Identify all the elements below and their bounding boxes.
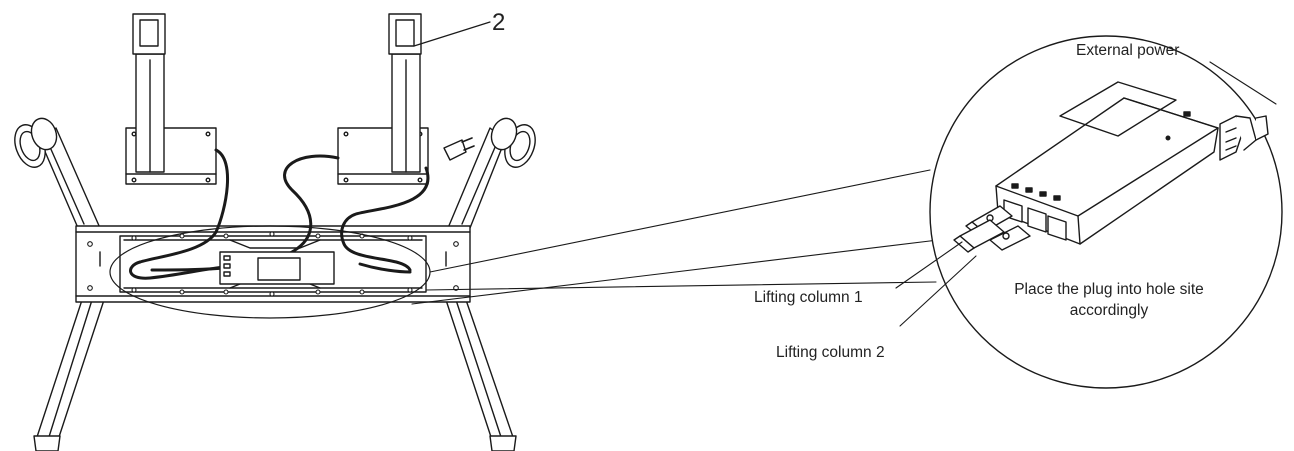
external-power-plug-icon: [1219, 115, 1269, 161]
control-box: [219, 251, 335, 285]
instruction-label: Place the plug into hole site accordingl…: [1014, 281, 1204, 319]
right-lower-leg: [445, 299, 517, 451]
power-plug-icon: [443, 137, 475, 161]
detail-circle: [895, 35, 1283, 389]
lifting-column-2-leader: [899, 255, 977, 327]
right-upper-leg: [447, 117, 536, 229]
left-lower-leg: [33, 299, 105, 451]
right-lifting-column: [337, 13, 429, 185]
external-power-leader: [1209, 61, 1277, 105]
part-2-leader: [413, 21, 491, 47]
lifting-column-1-label: Lifting column 1: [754, 289, 863, 306]
lifting-column-1-leader: [895, 241, 963, 289]
external-power-label: External power: [1076, 42, 1180, 59]
column-plug-2-icon: [953, 219, 1031, 253]
zoom-lines: [411, 169, 939, 305]
desk-frame: [14, 13, 536, 451]
lifting-column-2-label: Lifting column 2: [776, 344, 885, 361]
part-number-label: 2: [492, 9, 506, 36]
left-lifting-column: [125, 13, 217, 185]
left-upper-leg: [14, 117, 101, 229]
